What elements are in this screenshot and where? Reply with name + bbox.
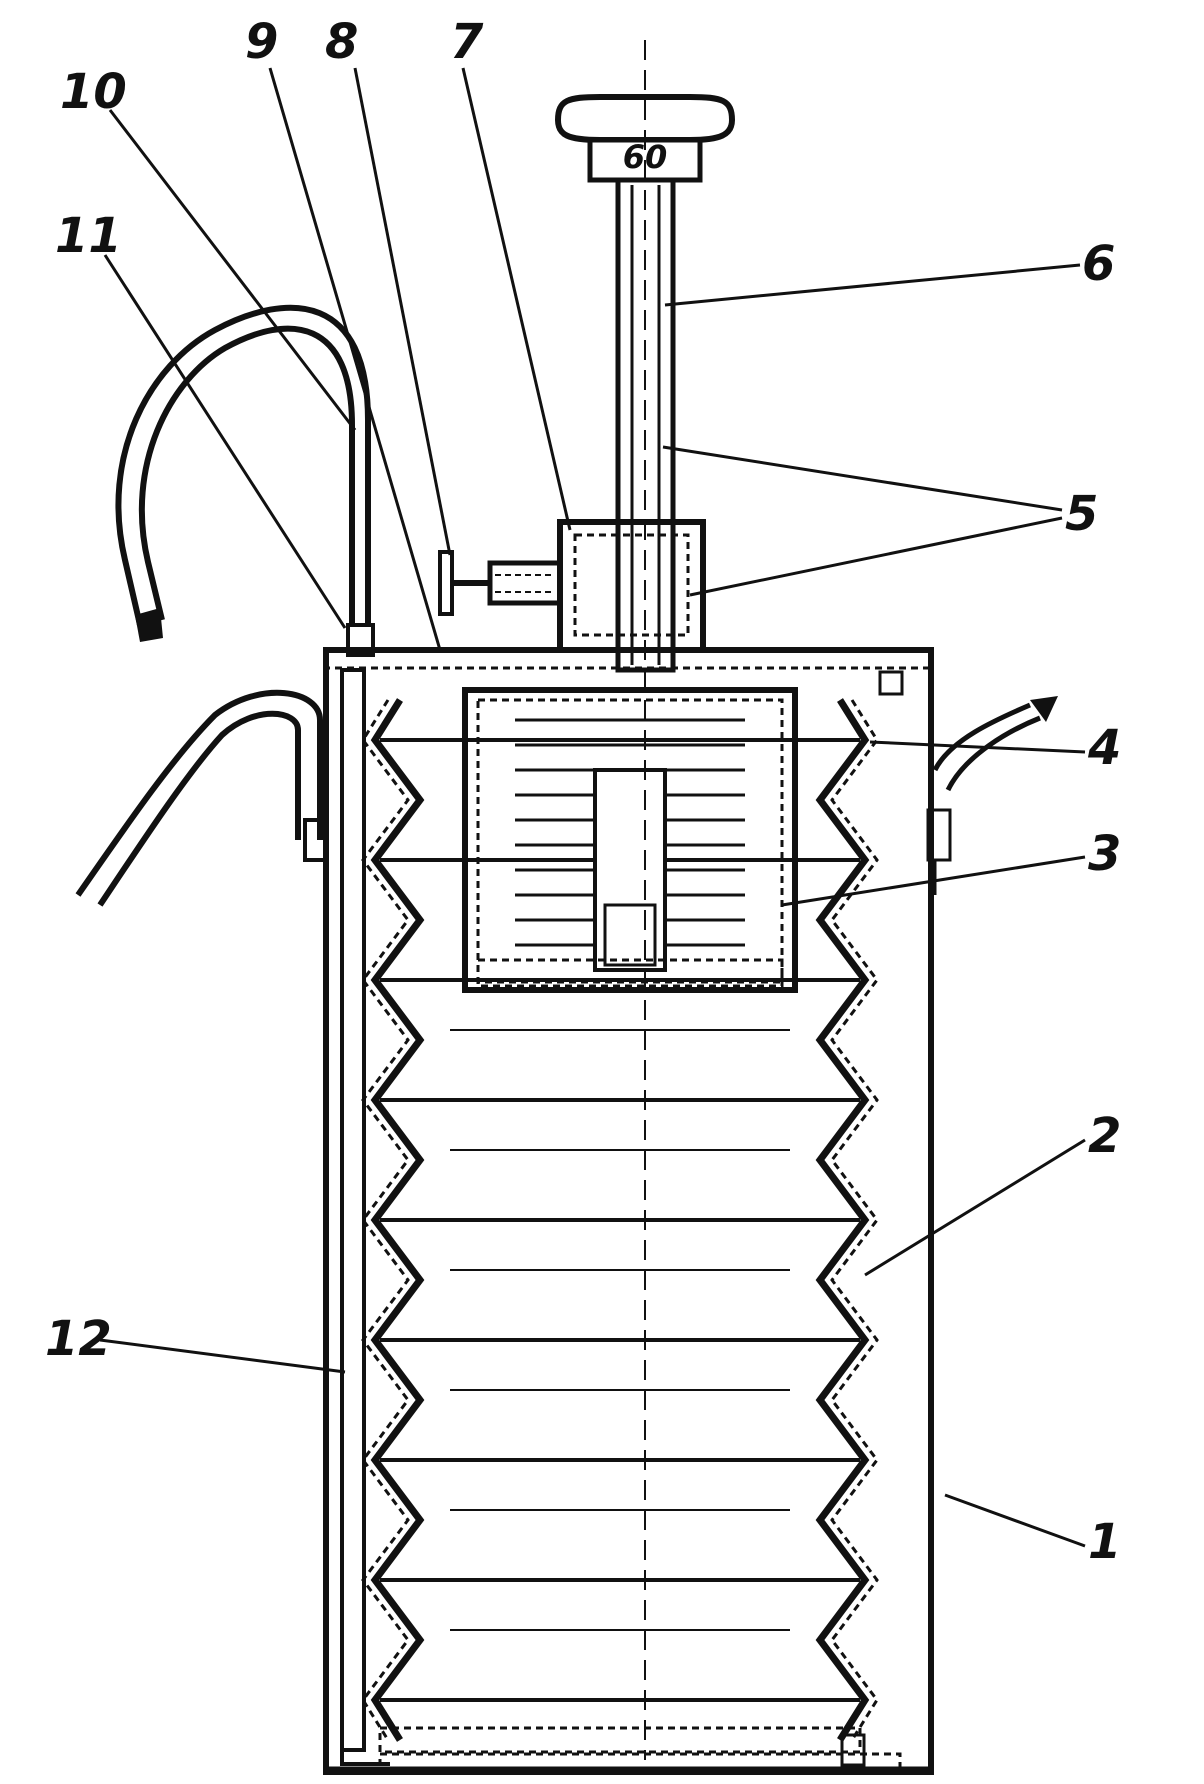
label-1: 1	[1088, 1514, 1121, 1570]
label-3: 3	[1088, 826, 1121, 882]
label-4: 4	[1087, 720, 1121, 776]
gooseneck-hose	[115, 304, 371, 642]
label-10: 10	[60, 64, 127, 120]
drain-tube	[340, 668, 390, 1766]
outlet-spout	[75, 689, 329, 907]
reference-labels: 1 2 3 4 5 6 7 8 9 10 11 12	[45, 14, 1121, 1570]
label-5: 5	[1065, 486, 1098, 542]
hose-fitting	[926, 696, 1058, 895]
hose-connector	[346, 623, 375, 657]
label-8: 8	[325, 14, 358, 70]
bellows	[361, 698, 879, 1767]
pump-rod	[615, 40, 676, 1760]
label-2: 2	[1088, 1108, 1121, 1164]
leader-lines	[99, 67, 1086, 1548]
label-7: 7	[450, 14, 484, 70]
label-6: 6	[1082, 236, 1115, 292]
valve-screw	[438, 550, 563, 616]
label-12: 12	[45, 1311, 112, 1367]
pump-cylinder	[462, 687, 798, 993]
label-9: 9	[245, 14, 278, 70]
label-11: 11	[55, 208, 122, 264]
